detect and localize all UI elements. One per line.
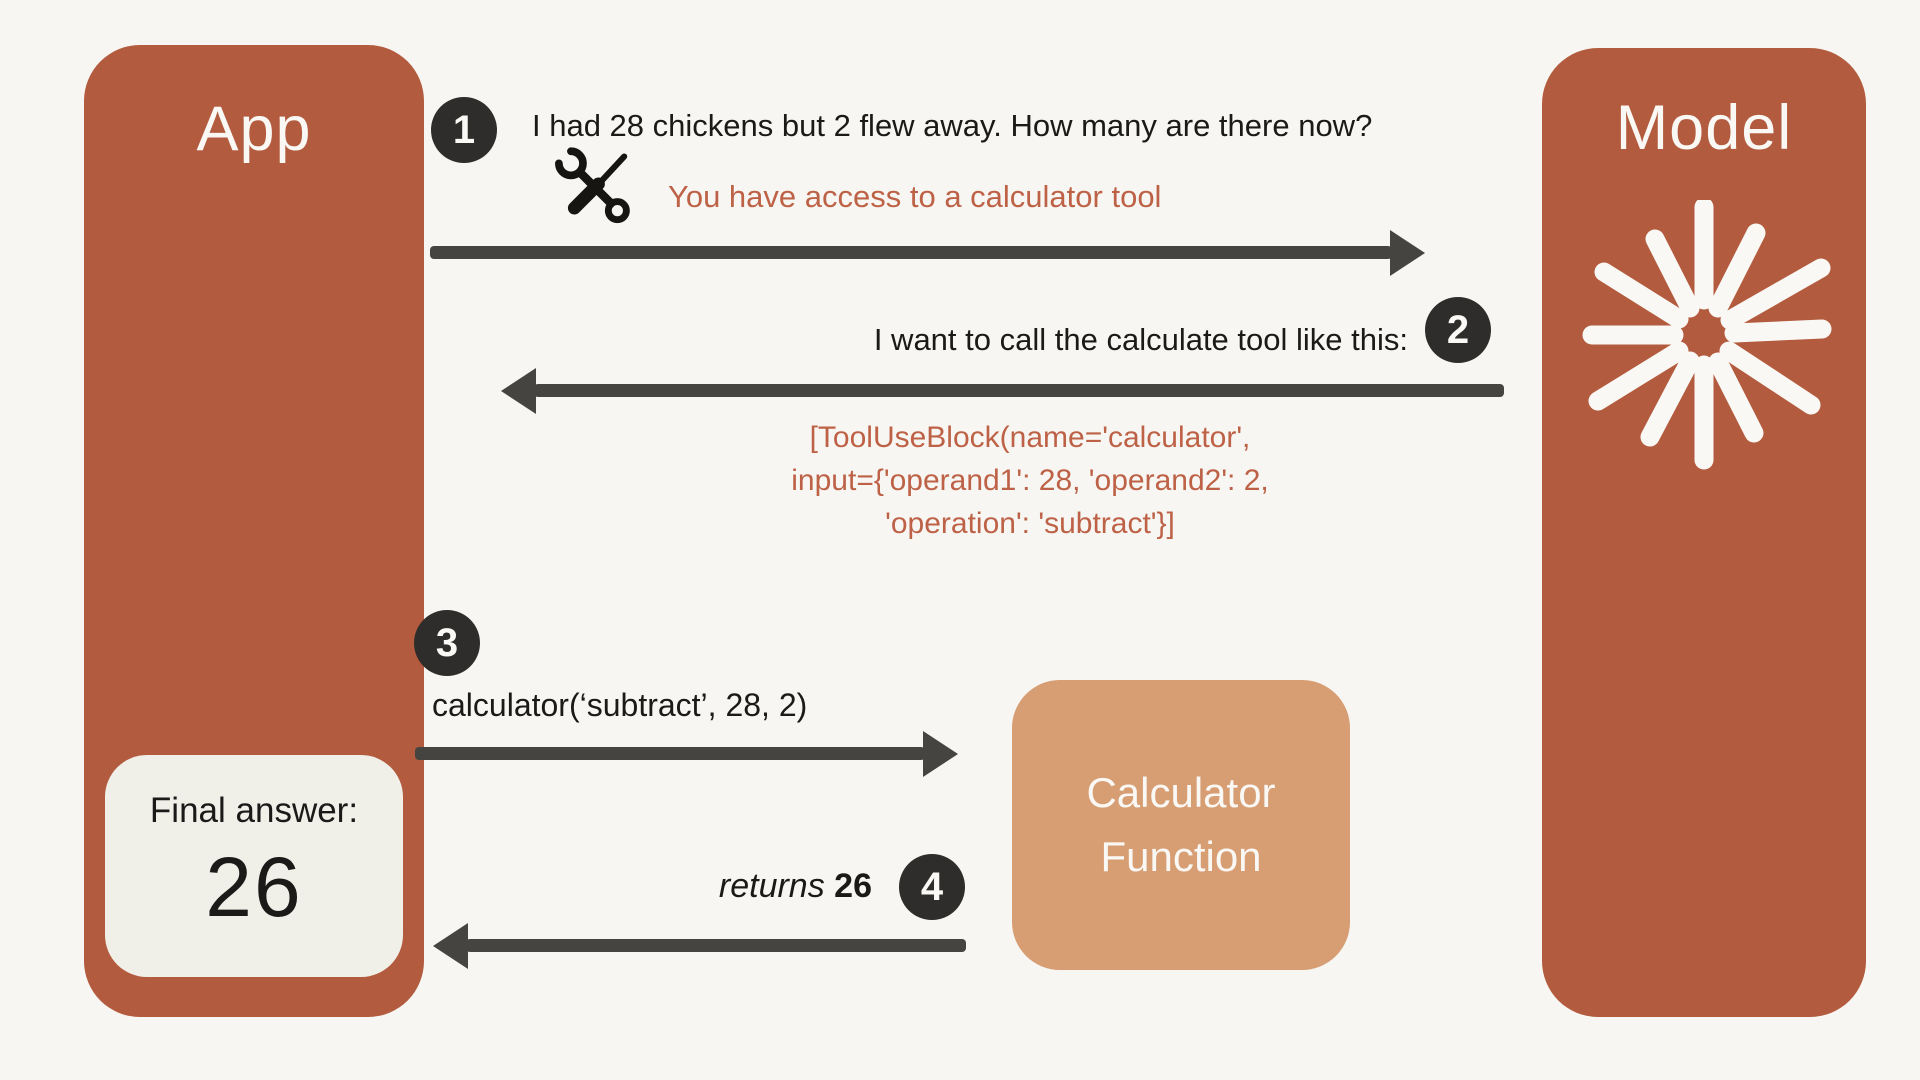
step-4-returns-value: 26 bbox=[834, 867, 872, 905]
arrow-calculator-to-app bbox=[466, 939, 966, 952]
step-4-number: 4 bbox=[920, 864, 944, 909]
tool-use-block-line3: 'operation': 'subtract'}] bbox=[885, 507, 1175, 540]
final-answer-value: 26 bbox=[205, 840, 303, 934]
tools-icon bbox=[552, 147, 638, 238]
arrow-model-to-app bbox=[534, 384, 1504, 397]
step-3-badge: 3 bbox=[414, 610, 480, 676]
calculator-function-label-line2: Function bbox=[1100, 833, 1262, 880]
app-box: App Final answer: 26 bbox=[84, 45, 424, 1017]
tool-use-block-code: [ToolUseBlock(name='calculator', input={… bbox=[700, 416, 1360, 545]
step-1-number: 1 bbox=[452, 107, 476, 152]
model-label: Model bbox=[1615, 93, 1793, 163]
tool-use-block-line2: input={'operand1': 28, 'operand2': 2, bbox=[791, 464, 1269, 497]
model-box: Model bbox=[1542, 48, 1866, 1017]
app-label: App bbox=[196, 94, 312, 164]
tool-use-block-line1: [ToolUseBlock(name='calculator', bbox=[809, 421, 1251, 454]
arrow-app-to-model bbox=[430, 246, 1392, 259]
step-1-system-note: You have access to a calculator tool bbox=[668, 179, 1162, 214]
step-4-returns-word: returns bbox=[718, 867, 825, 905]
calculator-function-box: Calculator Function bbox=[1012, 680, 1350, 970]
claude-spark-icon bbox=[1582, 200, 1832, 470]
step-2-model-message: I want to call the calculate tool like t… bbox=[873, 322, 1408, 357]
step-2-number: 2 bbox=[1446, 307, 1470, 352]
calculator-function-label-line1: Calculator bbox=[1086, 769, 1276, 816]
step-3-call-message: calculator(‘subtract’, 28, 2) bbox=[432, 687, 808, 723]
arrow-app-to-calculator bbox=[415, 747, 925, 760]
step-4-returns-message: returns 26 bbox=[719, 867, 872, 906]
step-1-user-message: I had 28 chickens but 2 flew away. How m… bbox=[532, 108, 1373, 143]
step-1-badge: 1 bbox=[431, 97, 497, 163]
step-2-badge: 2 bbox=[1425, 297, 1491, 363]
step-3-number: 3 bbox=[435, 620, 459, 665]
final-answer-label: Final answer: bbox=[149, 791, 359, 830]
step-4-badge: 4 bbox=[899, 854, 965, 920]
final-answer-box: Final answer: 26 bbox=[105, 755, 403, 977]
